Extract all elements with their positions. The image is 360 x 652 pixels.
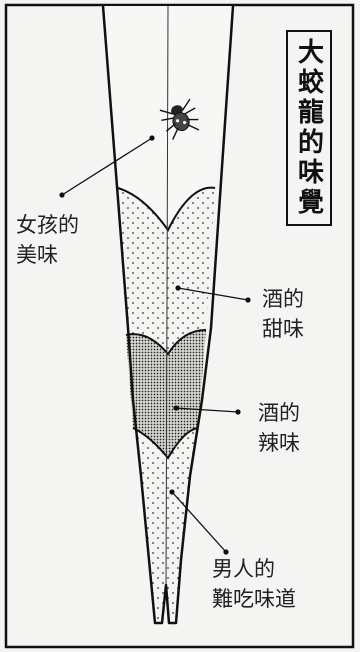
tongue-edge (101, 5, 235, 625)
zone-sweet (118, 187, 215, 354)
label-sweet: 酒的 甜味 (262, 287, 304, 341)
diagram-title: 大蛟龍的味覺 (293, 38, 324, 218)
title-box: 大蛟龍的味覺 (286, 30, 332, 226)
spider-icon (159, 98, 200, 140)
frame-border (4, 3, 355, 649)
label-girl-flavor: 女孩的 美味 (16, 213, 79, 267)
zone-man-taste (133, 428, 198, 623)
label-spicy: 酒的 辣味 (258, 401, 300, 455)
label-man-taste: 男人的 難吃味道 (212, 557, 296, 611)
center-line (165, 5, 169, 591)
zone-spicy (126, 330, 206, 458)
pointer-lines (61, 137, 249, 553)
